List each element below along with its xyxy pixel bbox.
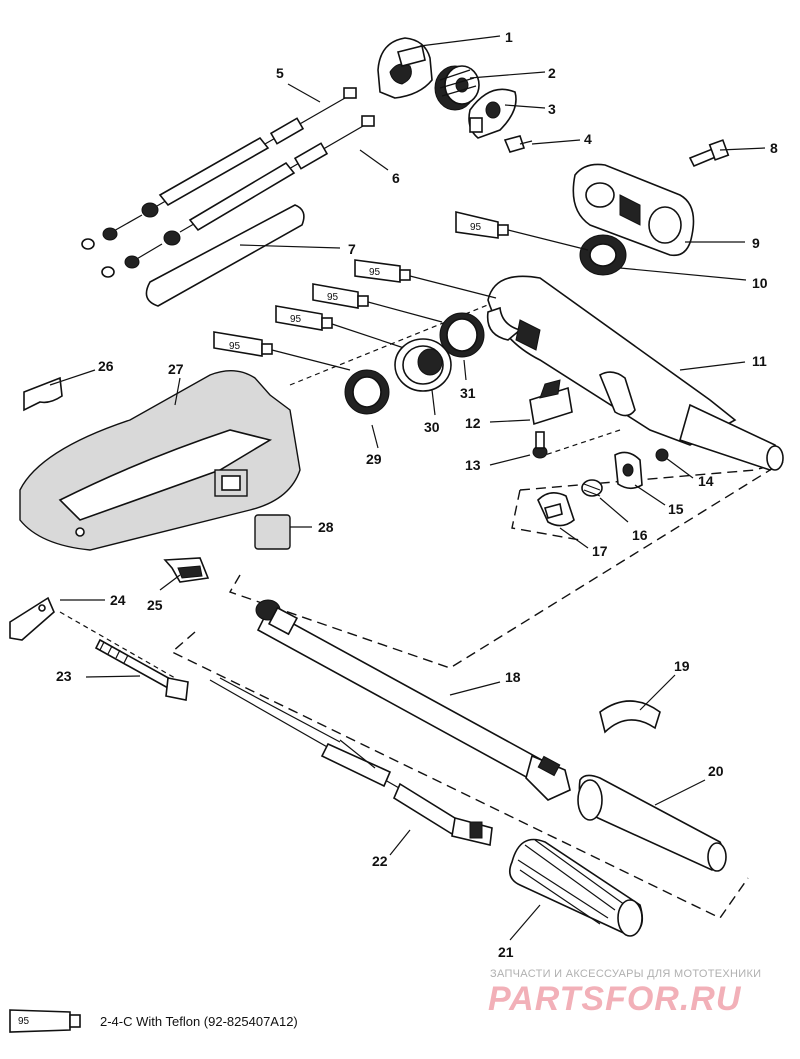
part-bolt-23 bbox=[94, 638, 189, 701]
part-knob-17 bbox=[537, 492, 575, 527]
callout-29: 29 bbox=[366, 451, 382, 467]
part-bearing-30 bbox=[394, 338, 452, 392]
callout-labels: 1 2 3 4 5 6 7 8 9 10 11 12 13 14 15 16 1… bbox=[56, 29, 778, 960]
part-pad-28 bbox=[254, 514, 291, 550]
assembly-guide-lines bbox=[59, 299, 784, 919]
part-bottom-cowl bbox=[19, 370, 301, 551]
callout-2: 2 bbox=[548, 65, 556, 81]
part-screw-4 bbox=[503, 135, 533, 153]
lubricant-tube-4: 95 bbox=[275, 305, 405, 349]
callout-leaders bbox=[49, 35, 766, 941]
part-sleeve bbox=[145, 204, 305, 307]
callout-21: 21 bbox=[498, 944, 514, 960]
part-clip-26 bbox=[23, 376, 63, 412]
lubricant-tube-5: 95 bbox=[213, 331, 351, 371]
callout-9: 9 bbox=[752, 235, 760, 251]
callout-19: 19 bbox=[674, 658, 690, 674]
part-grip-21 bbox=[509, 838, 644, 937]
part-tiller-arm bbox=[486, 275, 784, 471]
callout-16: 16 bbox=[632, 527, 648, 543]
lubricant-tube-2: 95 bbox=[354, 259, 497, 299]
svg-text:95: 95 bbox=[470, 222, 482, 233]
lubricant-tube-3: 95 bbox=[312, 283, 443, 323]
part-bracket-24 bbox=[9, 596, 55, 641]
lubricant-tube-icon bbox=[9, 1009, 71, 1033]
svg-text:95: 95 bbox=[369, 267, 381, 278]
watermark-subtitle: ЗАПЧАСТИ И АКСЕССУАРЫ ДЛЯ МОТОТЕХНИКИ bbox=[490, 968, 761, 980]
part-bushing-10 bbox=[579, 234, 627, 276]
callout-24: 24 bbox=[110, 592, 126, 608]
part-screw-13 bbox=[532, 431, 548, 459]
svg-text:95: 95 bbox=[327, 292, 339, 303]
watermark: ЗАПЧАСТИ И АКСЕССУАРЫ ДЛЯ МОТОТЕХНИКИ PA… bbox=[488, 968, 761, 1018]
part-screw-14 bbox=[655, 448, 669, 462]
callout-4: 4 bbox=[584, 131, 592, 147]
callout-1: 1 bbox=[505, 29, 513, 45]
callout-11: 11 bbox=[752, 353, 767, 369]
callout-30: 30 bbox=[424, 419, 440, 435]
callout-17: 17 bbox=[592, 543, 608, 559]
part-clip-12 bbox=[529, 379, 573, 426]
callout-18: 18 bbox=[505, 669, 521, 685]
part-pulley bbox=[434, 65, 480, 111]
part-lock-15 bbox=[614, 451, 643, 490]
callout-13: 13 bbox=[465, 457, 481, 473]
callout-7: 7 bbox=[348, 241, 356, 257]
callout-22: 22 bbox=[372, 853, 388, 869]
part-ring-29 bbox=[344, 369, 390, 415]
part-ring-31 bbox=[439, 312, 485, 358]
callout-26: 26 bbox=[98, 358, 114, 374]
callout-20: 20 bbox=[708, 763, 724, 779]
part-spring-16 bbox=[581, 479, 603, 497]
watermark-brand: PARTSFOR.RU bbox=[488, 980, 742, 1018]
part-plate bbox=[468, 88, 517, 139]
callout-23: 23 bbox=[56, 668, 72, 684]
callout-8: 8 bbox=[770, 140, 778, 156]
part-shaft bbox=[255, 599, 571, 801]
svg-text:95: 95 bbox=[229, 341, 241, 352]
callout-5: 5 bbox=[276, 65, 284, 81]
part-bolt-8 bbox=[688, 139, 730, 168]
callout-27: 27 bbox=[168, 361, 184, 377]
callout-3: 3 bbox=[548, 101, 556, 117]
svg-text:95: 95 bbox=[290, 314, 302, 325]
part-throttle-cable-22 bbox=[209, 677, 493, 846]
legend-code: 95 bbox=[18, 1016, 30, 1027]
legend-text: 2-4-C With Teflon (92-825407A12) bbox=[100, 1014, 298, 1029]
callout-6: 6 bbox=[392, 170, 400, 186]
part-bracket bbox=[572, 163, 695, 257]
callout-31: 31 bbox=[460, 385, 476, 401]
lubricant-legend: 95 2-4-C With Teflon (92-825407A12) bbox=[9, 1009, 298, 1033]
part-grip-core bbox=[577, 774, 727, 872]
callout-12: 12 bbox=[465, 415, 481, 431]
lubricant-tube-1: 95 bbox=[455, 210, 589, 251]
part-clamp bbox=[377, 37, 433, 99]
part-clip-25 bbox=[163, 557, 210, 583]
callout-25: 25 bbox=[147, 597, 163, 613]
callout-15: 15 bbox=[668, 501, 684, 517]
part-throttle-cables bbox=[81, 87, 375, 278]
part-bushing-19 bbox=[599, 700, 661, 734]
callout-28: 28 bbox=[318, 519, 334, 535]
callout-10: 10 bbox=[752, 275, 768, 291]
callout-14: 14 bbox=[698, 473, 714, 489]
